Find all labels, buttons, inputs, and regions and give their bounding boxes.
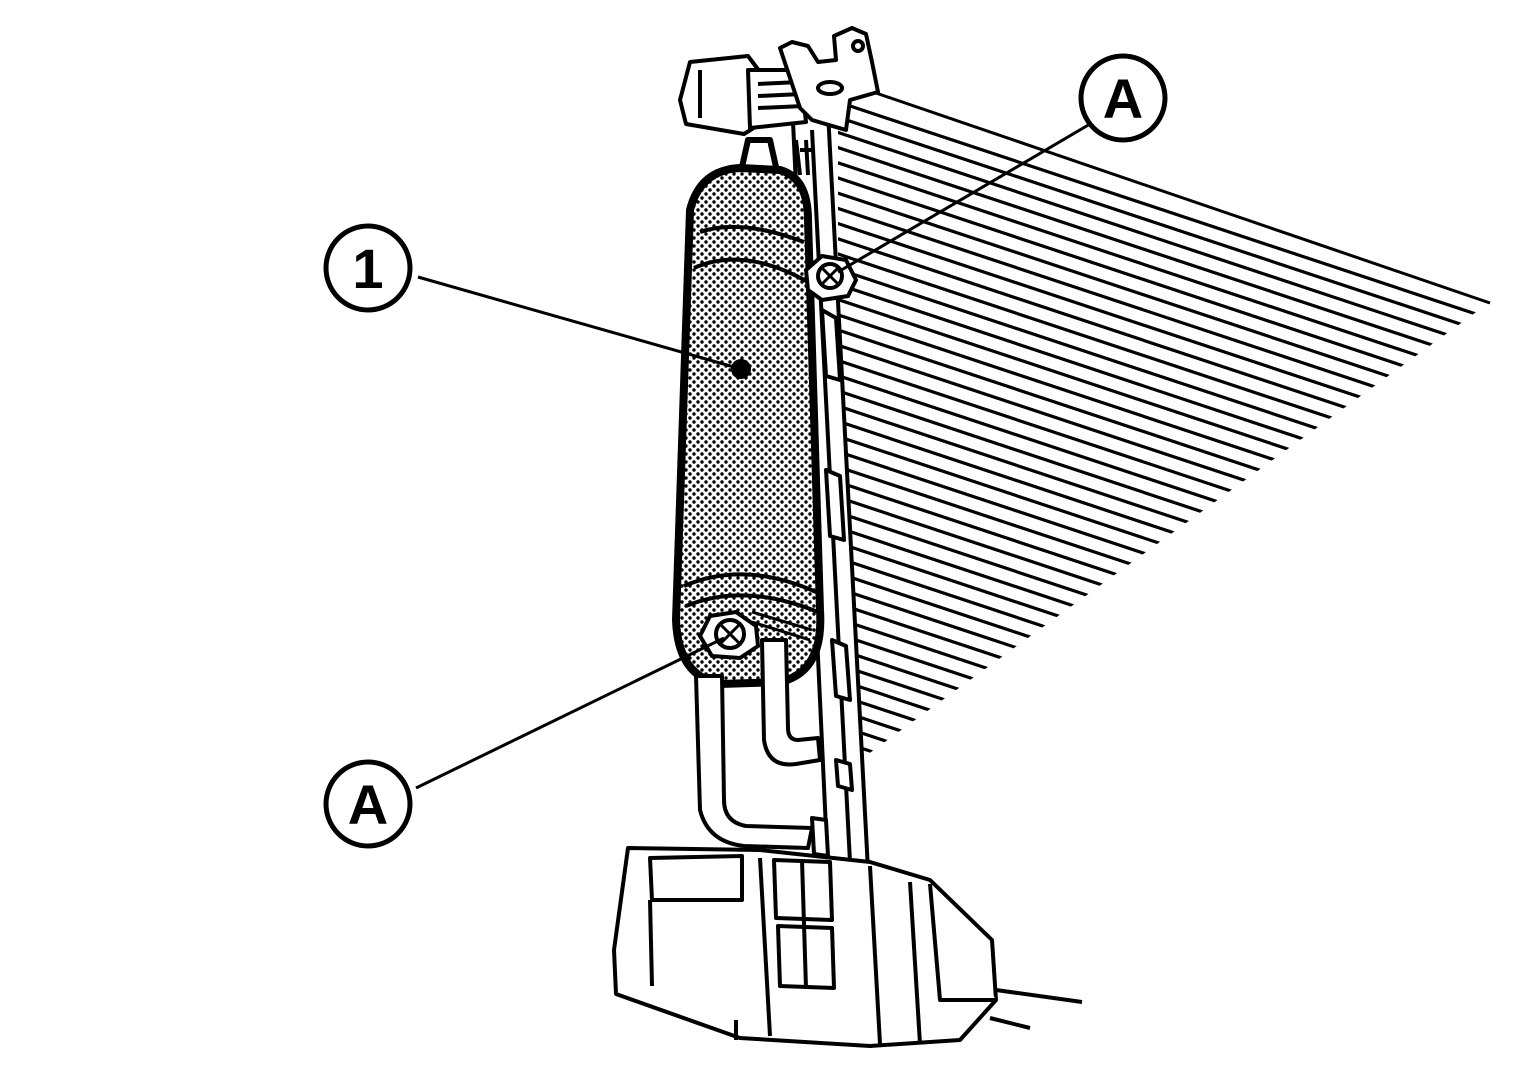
- condenser-fin-line: [838, 109, 1490, 339]
- condenser-fin-line: [838, 155, 1490, 385]
- condenser-fin-line: [838, 398, 1490, 628]
- upper-mounting-bolt: [803, 253, 859, 303]
- condenser-fin-line: [838, 124, 1490, 354]
- callout-a-lower-label: A: [348, 773, 388, 836]
- receiver-drier-tank: [672, 137, 825, 688]
- condenser-fin-line: [838, 185, 1490, 415]
- condenser-fin-line: [838, 413, 1490, 643]
- condenser-top-edge: [837, 78, 1491, 305]
- lower-mount-bracket: [612, 846, 1083, 1048]
- condenser-fin-line: [838, 550, 1490, 760]
- condenser-fin-line: [838, 580, 1490, 760]
- condenser-fin-line: [838, 672, 1490, 760]
- condenser-fin-line: [838, 170, 1490, 400]
- condenser-fin-line: [838, 596, 1490, 760]
- condenser-fin-line: [838, 383, 1490, 613]
- condenser-fin-line: [838, 307, 1490, 537]
- condenser-fin-line: [838, 611, 1490, 760]
- condenser-fin-line: [838, 641, 1490, 760]
- condenser-fin-line: [838, 504, 1490, 734]
- condenser-fin-line: [838, 337, 1490, 567]
- condenser-fin-line: [838, 322, 1490, 552]
- condenser-fin-line: [838, 489, 1490, 719]
- condenser-fin-line: [838, 231, 1490, 461]
- condenser-fin-line: [838, 428, 1490, 658]
- leader-lines: [415, 122, 1091, 790]
- condenser-fin-line: [838, 535, 1490, 760]
- callout-a-upper: A: [1078, 53, 1168, 143]
- callout-1: 1: [323, 223, 413, 313]
- condenser-fin-line: [838, 520, 1490, 750]
- condenser-fins: [838, 94, 1490, 760]
- condenser-fin-line: [838, 444, 1490, 674]
- condenser-fin-line: [838, 200, 1490, 430]
- condenser-fin-line: [838, 292, 1490, 522]
- callout-a-lower: A: [323, 759, 413, 849]
- condenser-fin-line: [838, 459, 1490, 689]
- condenser-fin-line: [838, 656, 1490, 760]
- condenser-fin-line: [838, 352, 1490, 582]
- condenser-fin-line: [838, 626, 1490, 760]
- condenser-fin-line: [838, 474, 1490, 704]
- condenser-fin-line: [838, 94, 1490, 324]
- callout-1-label: 1: [352, 237, 383, 300]
- lower-mounting-bolt: [697, 609, 813, 661]
- condenser-fin-line: [838, 565, 1490, 760]
- condenser-fin-line: [838, 276, 1490, 506]
- condenser-fin-line: [838, 261, 1490, 491]
- condenser-fin-line: [838, 140, 1490, 370]
- callout-a-upper-label: A: [1103, 67, 1143, 130]
- condenser-fin-line: [838, 368, 1490, 598]
- condenser-fin-line: [838, 246, 1490, 476]
- refrigerant-pipes: [694, 638, 830, 858]
- condenser-fin-line: [838, 216, 1490, 446]
- top-connector: [678, 26, 880, 136]
